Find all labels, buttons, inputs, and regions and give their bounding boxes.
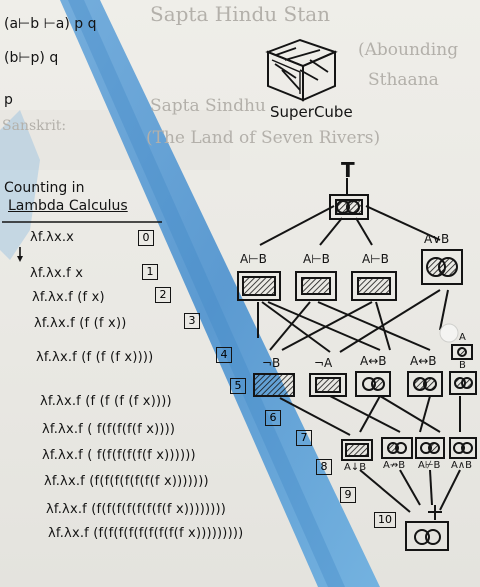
lambda-row-7-num: 7 xyxy=(296,430,312,446)
lattice-l1-a: A⊢B xyxy=(240,252,267,266)
lambda-row-3-expr: λf.λx.f (f (f x)) xyxy=(34,316,127,331)
lambda-row-2-expr: λf.λx.f (f x) xyxy=(32,290,105,305)
lattice-l1-c: A⊢B xyxy=(362,252,389,266)
lambda-row-5-num: 5 xyxy=(230,378,246,394)
lambda-row-10-expr: λf.λx.f (f(f(f(f(f(f(f(f(f x))))))))) xyxy=(48,526,244,541)
lambda-row-9-expr: λf.λx.f (f(f(f(f(f(f(f(f x)))))))) xyxy=(46,502,227,517)
lambda-row-6-num: 6 xyxy=(265,410,281,426)
ghost-text-b: (Abounding xyxy=(358,40,459,60)
formula-line-1: (a⊢b ⊢a) p q xyxy=(4,16,97,32)
lattice-l1-b: A⊢B xyxy=(303,252,330,266)
formula-line-3: p xyxy=(4,92,13,108)
lattice-lines xyxy=(257,178,461,520)
lattice-l2-a: ¬B xyxy=(262,356,281,370)
lattice-l3-d: A∧B xyxy=(451,460,473,471)
formula-line-2: (b⊢p) q xyxy=(4,50,59,66)
counting-title-1: Counting in xyxy=(4,180,85,196)
ghost-text-d: Sanskrit: xyxy=(2,118,67,134)
lambda-row-8-num: 8 xyxy=(316,459,332,475)
lattice-l2-b: ¬A xyxy=(314,356,333,370)
ghost-text-c: Sthaana xyxy=(368,70,439,90)
lattice-l3-b: A↛B xyxy=(383,460,406,471)
lambda-row-5-expr: λf.λx.f (f (f (f (f x)))) xyxy=(40,394,172,409)
lambda-row-4-expr: λf.λx.f (f (f (f x)))) xyxy=(36,350,154,365)
lambda-row-3-num: 3 xyxy=(184,313,200,329)
lattice-side-b: B xyxy=(459,360,466,371)
supercube-drawing xyxy=(265,38,338,102)
blue-paint-stripe xyxy=(60,0,380,587)
lattice-l1-d: A∨B xyxy=(424,232,450,246)
ghost-text-e: Sapta Sindhu xyxy=(150,96,266,116)
lattice-top: T xyxy=(341,158,355,182)
lambda-row-7-expr: λf.λx.f ( f(f(f(f(f(f x)))))) xyxy=(42,448,196,463)
supercube-label: SuperCube xyxy=(270,103,353,121)
lambda-row-6-expr: λf.λx.f ( f(f(f(f(f x)))) xyxy=(42,422,176,437)
lambda-row-1-expr: λf.λx.f x xyxy=(30,266,84,281)
lambda-row-8-expr: λf.λx.f (f(f(f(f(f(f(f x))))))) xyxy=(44,474,209,489)
lattice-side-a: A xyxy=(459,332,466,343)
lattice-l3-c: A⊬B xyxy=(418,460,441,471)
lambda-row-2-num: 2 xyxy=(155,287,171,303)
lambda-row-10-num: 10 xyxy=(374,512,396,528)
lattice-l2-d: A↔B xyxy=(410,354,437,368)
lambda-row-1-num: 1 xyxy=(142,264,158,280)
ghost-text-f: (The Land of Seven Rivers) xyxy=(146,128,381,148)
lambda-row-4-num: 4 xyxy=(216,347,232,363)
counting-title-2: Lambda Calculus xyxy=(8,198,128,214)
lambda-row-9-num: 9 xyxy=(340,487,356,503)
lambda-row-0-expr: λf.λx.x xyxy=(30,230,75,245)
lattice-l3-a: A↓B xyxy=(344,462,367,473)
ghost-text-a: Sapta Hindu Stan xyxy=(150,2,331,26)
lattice-boxes xyxy=(237,194,477,551)
lattice-l2-c: A↔B xyxy=(360,354,387,368)
lambda-row-0-num: 0 xyxy=(138,230,154,246)
